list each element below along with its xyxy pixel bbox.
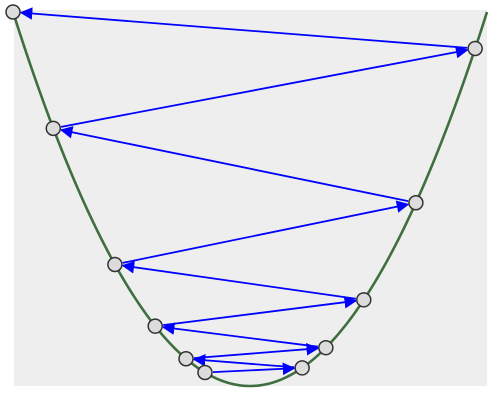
arrow-P8-to-P7 (192, 353, 295, 369)
point-P8 (294, 360, 310, 376)
point-P6 (318, 339, 334, 356)
arrow-P9-to-P8 (212, 362, 296, 376)
point-P5 (147, 318, 163, 334)
arrow-P6-to-P5 (161, 322, 319, 348)
arrow-P0-to-P10 (19, 7, 468, 49)
arrow-layer (19, 7, 469, 376)
arrow-P3-to-P2 (122, 200, 410, 264)
point-P2 (408, 194, 424, 211)
arrow-P2-to-P1 (59, 126, 409, 203)
parabola-curve (11, 11, 489, 388)
point-layer (5, 4, 483, 381)
point-P0 (467, 40, 483, 57)
point-P9 (197, 364, 213, 381)
arrow-P4-to-P3 (121, 260, 356, 300)
arrow-P1-to-P0 (60, 45, 469, 128)
point-P4 (356, 292, 372, 308)
curve-layer (11, 11, 489, 388)
point-P7 (178, 350, 194, 367)
arrow-P5-to-P4 (163, 296, 358, 327)
point-P1 (45, 120, 62, 137)
arrow-P7-to-P6 (193, 342, 320, 360)
plot-background (14, 10, 487, 386)
point-P3 (107, 256, 123, 273)
point-P10 (5, 4, 21, 20)
